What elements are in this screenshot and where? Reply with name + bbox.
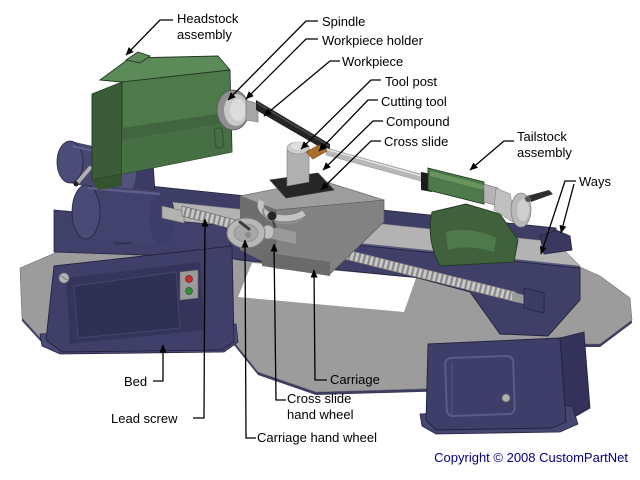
label-tailstock-assembly: Tailstock assembly — [517, 129, 572, 161]
label-bed: Bed — [124, 374, 148, 389]
label-tool-post: Tool post — [385, 74, 438, 89]
workpiece — [256, 100, 432, 192]
carriage — [226, 141, 386, 276]
pedestal-door — [444, 355, 516, 417]
headstock — [91, 51, 233, 190]
tailstock-crank — [527, 190, 553, 202]
label-spindle: Spindle — [322, 14, 366, 29]
right-pedestal — [419, 331, 591, 435]
workpiece-holder — [245, 99, 259, 123]
label-cross-slide: Cross slide — [384, 134, 449, 149]
leader-lines — [125, 19, 576, 439]
label-ways: Ways — [579, 174, 612, 189]
label-workpiece: Workpiece — [342, 54, 404, 69]
tailstock — [427, 167, 553, 267]
label-headstock-assembly: Headstock assembly — [177, 11, 239, 43]
button-plate — [179, 269, 199, 301]
door-knob — [501, 393, 511, 403]
label-cross-slide-hand-wheel: Cross slide hand wheel — [287, 391, 354, 423]
label-cutting-tool: Cutting tool — [381, 94, 447, 109]
green-button — [185, 287, 193, 295]
label-carriage-hand-wheel: Carriage hand wheel — [257, 430, 377, 445]
left-pedestal — [39, 245, 239, 355]
motor-shaft — [161, 205, 185, 224]
label-compound: Compound — [386, 114, 450, 129]
label-lead-screw: Lead screw — [111, 411, 178, 426]
red-button — [185, 275, 193, 283]
spindle — [216, 89, 250, 131]
tray-cutout — [238, 263, 416, 312]
label-workpiece-holder: Workpiece holder — [322, 33, 423, 48]
lathe-illustration — [19, 51, 633, 435]
copyright-notice: Copyright © 2008 CustomPartNet — [434, 450, 628, 465]
label-carriage: Carriage — [330, 372, 380, 387]
